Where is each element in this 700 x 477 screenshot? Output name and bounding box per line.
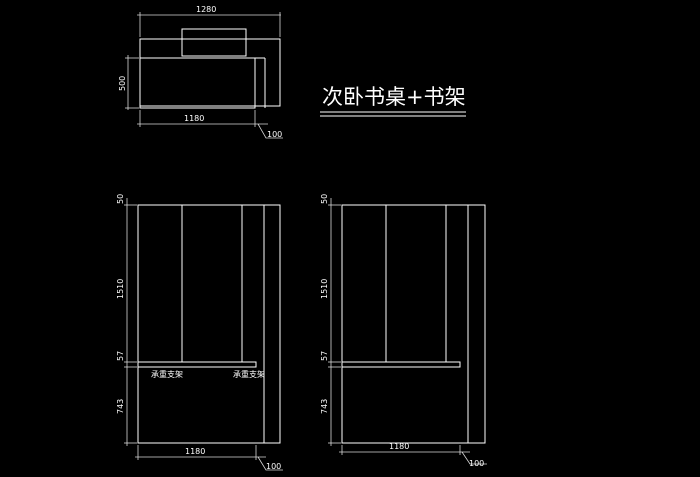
plan-dim-offset-leader (257, 123, 283, 139)
plan-dim-width-main: 1180 (184, 114, 204, 123)
side-dim-upper-height: 1510 (320, 279, 329, 299)
side-outer-outline (341, 204, 486, 444)
front-dim-upper-height: 1510 (116, 279, 125, 299)
side-dim-width-main: 1180 (389, 442, 409, 451)
side-dim-offset: 100 (469, 459, 484, 468)
plan-chair-outline (181, 28, 247, 57)
front-dim-top-gap: 50 (116, 194, 125, 204)
side-dim-lower-height: 743 (320, 399, 329, 414)
front-dim-offset: 100 (266, 462, 281, 471)
plan-dim-offset: 100 (267, 130, 282, 139)
side-dim-desk-thickness: 57 (320, 351, 329, 361)
plan-outer-outline (139, 38, 281, 107)
side-desk-top (341, 361, 461, 368)
side-dim-offset-leader (461, 451, 487, 465)
plan-dim-width-total: 1280 (196, 5, 216, 14)
front-dim-width-main: 1180 (185, 447, 205, 456)
front-desk-top (137, 361, 257, 368)
front-bracket-left-label: 承重支架 (151, 369, 183, 379)
drawing-title: 次卧书桌+书架 (322, 85, 466, 109)
front-dim-lower-height: 743 (116, 399, 125, 414)
front-elevation: 承重支架 承重支架 50 1510 57 743 1180 100 (116, 194, 283, 471)
side-dim-top-gap: 50 (320, 194, 329, 204)
plan-dim-depth: 500 (118, 76, 127, 91)
side-elevation: 50 1510 57 743 1180 100 (320, 194, 487, 468)
front-bracket-right-label: 承重支架 (233, 369, 265, 379)
front-dim-offset-leader (257, 456, 283, 471)
title-block: 次卧书桌+书架 (320, 85, 466, 117)
plan-desk-top (139, 57, 256, 109)
front-outer-outline (137, 204, 281, 444)
plan-view: 1280 500 1180 100 (118, 5, 283, 139)
front-dim-desk-thickness: 57 (116, 351, 125, 361)
